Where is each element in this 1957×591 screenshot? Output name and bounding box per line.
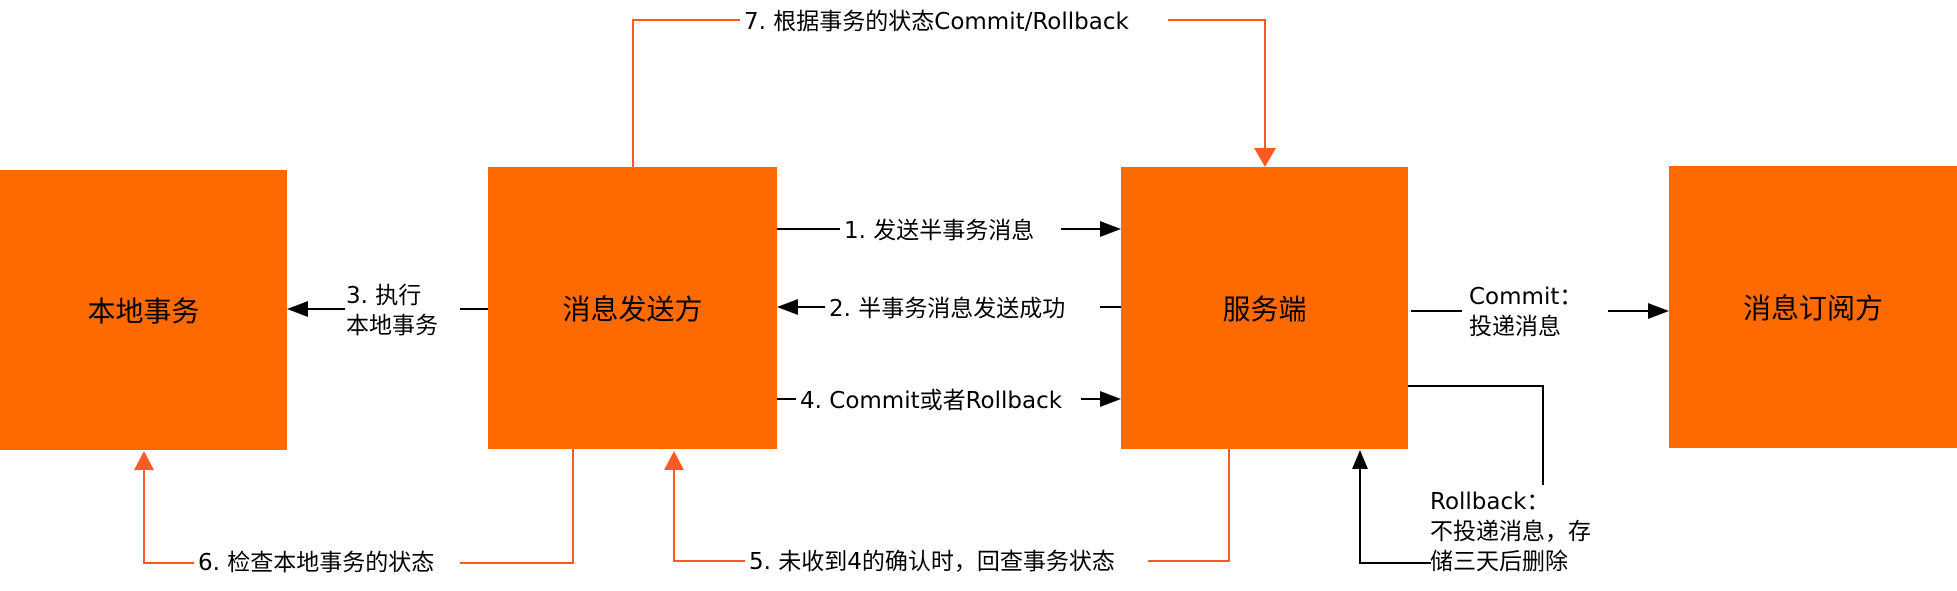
rollback-bracket	[1359, 385, 1544, 564]
label-step-7: 7. 根据事务的状态Commit/Rollback	[740, 7, 1133, 37]
arrowhead-step-2	[777, 299, 798, 315]
arrow-step-5	[673, 449, 1230, 562]
label-commit-line1: Commit：	[1469, 284, 1583, 310]
label-rollback-line1: Rollback：	[1430, 489, 1550, 515]
node-message-subscriber: 消息订阅方	[1669, 166, 1957, 448]
label-step-6: 6. 检查本地事务的状态	[194, 548, 439, 578]
node-local-transaction-label: 本地事务	[87, 295, 200, 328]
label-step-3-line2: 本地事务	[346, 313, 438, 339]
label-step-3: 3. 执行 本地事务	[346, 281, 438, 341]
node-message-producer-label: 消息发送方	[562, 293, 703, 326]
arrowhead-step-1	[1100, 221, 1121, 237]
arrow-step-6	[143, 449, 574, 564]
arrowhead-commit	[1648, 303, 1669, 319]
arrow-step-7	[632, 19, 1266, 167]
label-rollback-line3: 储三天后删除	[1430, 549, 1568, 575]
label-commit: Commit： 投递消息	[1469, 282, 1582, 342]
label-step-2: 2. 半事务消息发送成功	[825, 294, 1070, 324]
arrowhead-step-5	[664, 451, 684, 470]
arrowhead-rollback	[1352, 450, 1368, 469]
node-message-producer: 消息发送方	[488, 167, 777, 449]
arrowhead-step-7	[1254, 148, 1276, 167]
arrowhead-step-4	[1100, 391, 1121, 407]
node-broker: 服务端	[1121, 167, 1408, 449]
node-broker-label: 服务端	[1222, 293, 1307, 326]
label-step-4: 4. Commit或者Rollback	[796, 386, 1067, 416]
node-message-subscriber-label: 消息订阅方	[1742, 292, 1883, 325]
label-step-3-line1: 3. 执行	[346, 283, 422, 309]
label-step-1: 1. 发送半事务消息	[840, 216, 1039, 246]
arrowhead-step-6	[134, 451, 154, 470]
label-step-5: 5. 未收到4的确认时，回查事务状态	[745, 547, 1119, 577]
arrowhead-step-3	[287, 301, 308, 317]
label-commit-line2: 投递消息	[1469, 314, 1561, 340]
node-local-transaction: 本地事务	[0, 170, 287, 450]
label-rollback: Rollback： 不投递消息，存 储三天后删除	[1430, 487, 1591, 577]
label-rollback-line2: 不投递消息，存	[1430, 519, 1591, 545]
